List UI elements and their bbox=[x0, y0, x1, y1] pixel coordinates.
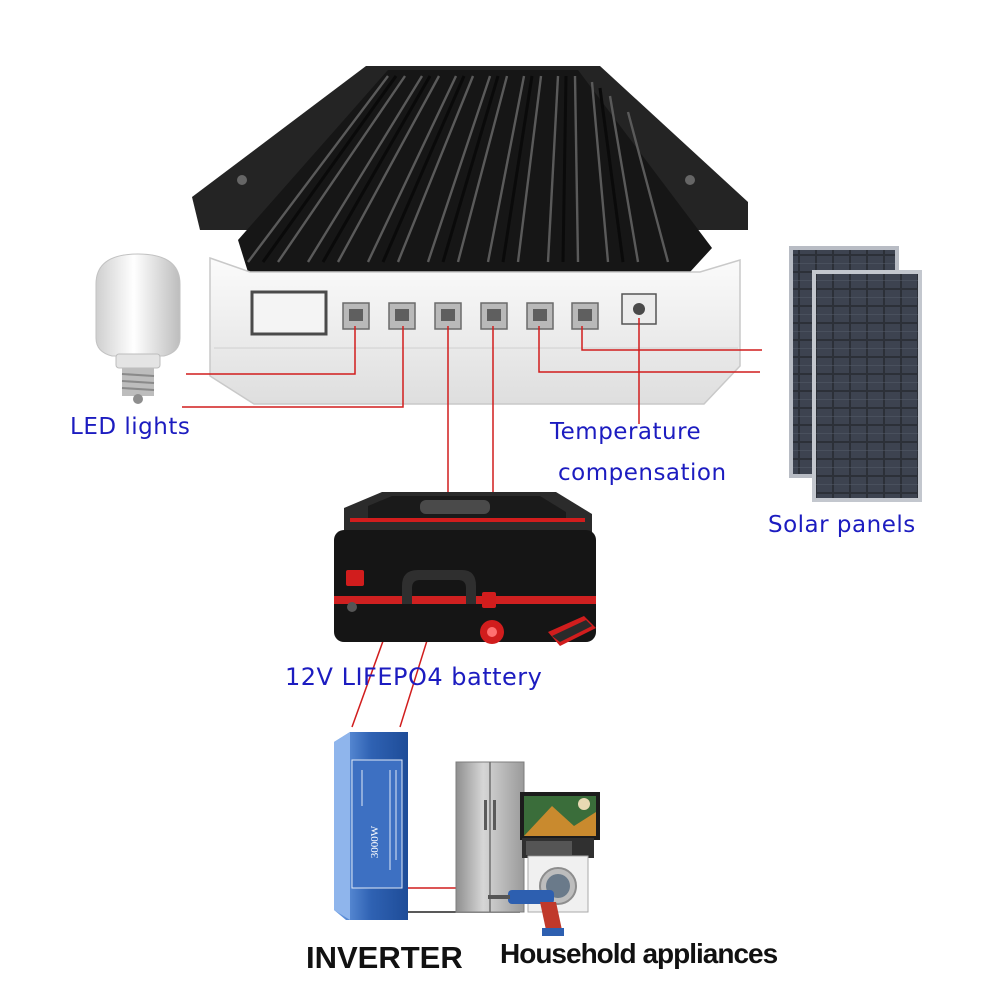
controller-display bbox=[250, 290, 328, 336]
bulb-neck bbox=[115, 353, 161, 369]
household-appliances-label: Household appliances bbox=[500, 938, 778, 969]
heatsink bbox=[238, 70, 712, 272]
solar-panel-front bbox=[812, 270, 922, 502]
controller-body bbox=[209, 256, 741, 405]
led-lights-label: LED lights bbox=[70, 414, 191, 440]
heatsink-fin-shadows bbox=[261, 75, 625, 263]
solar-panels-label: Solar panels bbox=[768, 512, 916, 538]
charge-controller bbox=[192, 66, 748, 405]
battery-body bbox=[334, 530, 596, 642]
battery-latch-left bbox=[346, 570, 364, 586]
heatsink-fins bbox=[247, 75, 670, 263]
mount-hole-right bbox=[685, 175, 695, 185]
wire-led-2 bbox=[182, 326, 404, 408]
battery-handle bbox=[402, 570, 476, 604]
inverter-illustration: 3000W bbox=[334, 732, 408, 920]
mount-hole-left bbox=[237, 175, 247, 185]
temperature-label-line1: Temperature bbox=[550, 419, 702, 445]
wire-led-1 bbox=[186, 326, 356, 375]
solar-panels-illustration bbox=[789, 246, 922, 502]
battery-label: 12V LIFEPO4 battery bbox=[285, 663, 543, 691]
wire-inverter-1 bbox=[351, 629, 388, 728]
battery-illustration bbox=[334, 492, 596, 646]
temperature-label-line2: compensation bbox=[558, 460, 727, 486]
wire-solar-1 bbox=[538, 326, 760, 373]
inverter-label-plate bbox=[351, 759, 403, 889]
wire-inverter-2 bbox=[399, 630, 431, 728]
bulb-globe bbox=[95, 253, 181, 357]
wiring bbox=[182, 318, 762, 889]
terminal-block bbox=[342, 302, 599, 330]
inverter-power-rating: 3000W bbox=[369, 825, 381, 858]
inverter-label: INVERTER bbox=[306, 940, 463, 975]
power-drill bbox=[488, 890, 564, 936]
wire-solar-2 bbox=[581, 326, 762, 351]
led-bulb-illustration bbox=[95, 253, 181, 404]
appliances-illustration bbox=[455, 761, 600, 936]
battery-latch-right bbox=[482, 592, 496, 608]
